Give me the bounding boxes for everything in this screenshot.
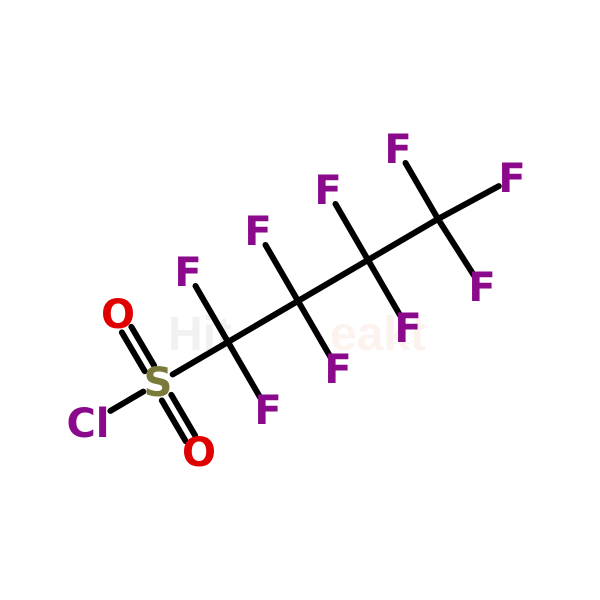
- bond-c1-f1b: [225, 339, 264, 402]
- atom-f1b-label: F: [254, 388, 281, 434]
- atom-f4c-label: F: [468, 265, 495, 311]
- atom-cl-label: Cl: [66, 401, 109, 447]
- bond-c2-c3: [295, 257, 371, 304]
- atom-o2-label: O: [182, 430, 216, 476]
- atom-s-label: S: [144, 360, 173, 406]
- atom-f1a-label: F: [174, 250, 201, 296]
- bond-c3-f3b: [365, 257, 404, 320]
- bond-c3-f3a: [332, 200, 371, 263]
- watermark-text-right: eakt: [330, 308, 426, 361]
- bonds: [107, 159, 502, 445]
- bond-c3-c4: [365, 216, 441, 263]
- bond-c2-f2b: [295, 298, 334, 361]
- atom-f4b-label: F: [498, 156, 525, 202]
- atom-f3a-label: F: [314, 168, 341, 214]
- bond-c4-f4b: [435, 183, 502, 222]
- atom-f2a-label: F: [244, 209, 271, 255]
- atom-f2b-label: F: [324, 347, 351, 393]
- bond-s-o1-line1: [118, 329, 148, 375]
- bond-c4-f4a: [402, 159, 441, 222]
- bond-s-o2-line1: [168, 391, 199, 439]
- bond-c2-f2a: [262, 241, 301, 304]
- atom-f4a-label: F: [384, 127, 411, 173]
- atom-o1-label: O: [101, 292, 135, 338]
- bond-c4-f4c: [435, 216, 477, 279]
- bond-s-o1-line2: [128, 323, 158, 369]
- bond-c1-c2: [225, 298, 301, 345]
- bond-s-o2-line2: [158, 397, 189, 445]
- bond-c1-f1a: [192, 282, 231, 345]
- atom-f3b-label: F: [394, 306, 421, 352]
- bond-s-cl: [107, 388, 147, 414]
- bond-s-c1: [169, 339, 231, 378]
